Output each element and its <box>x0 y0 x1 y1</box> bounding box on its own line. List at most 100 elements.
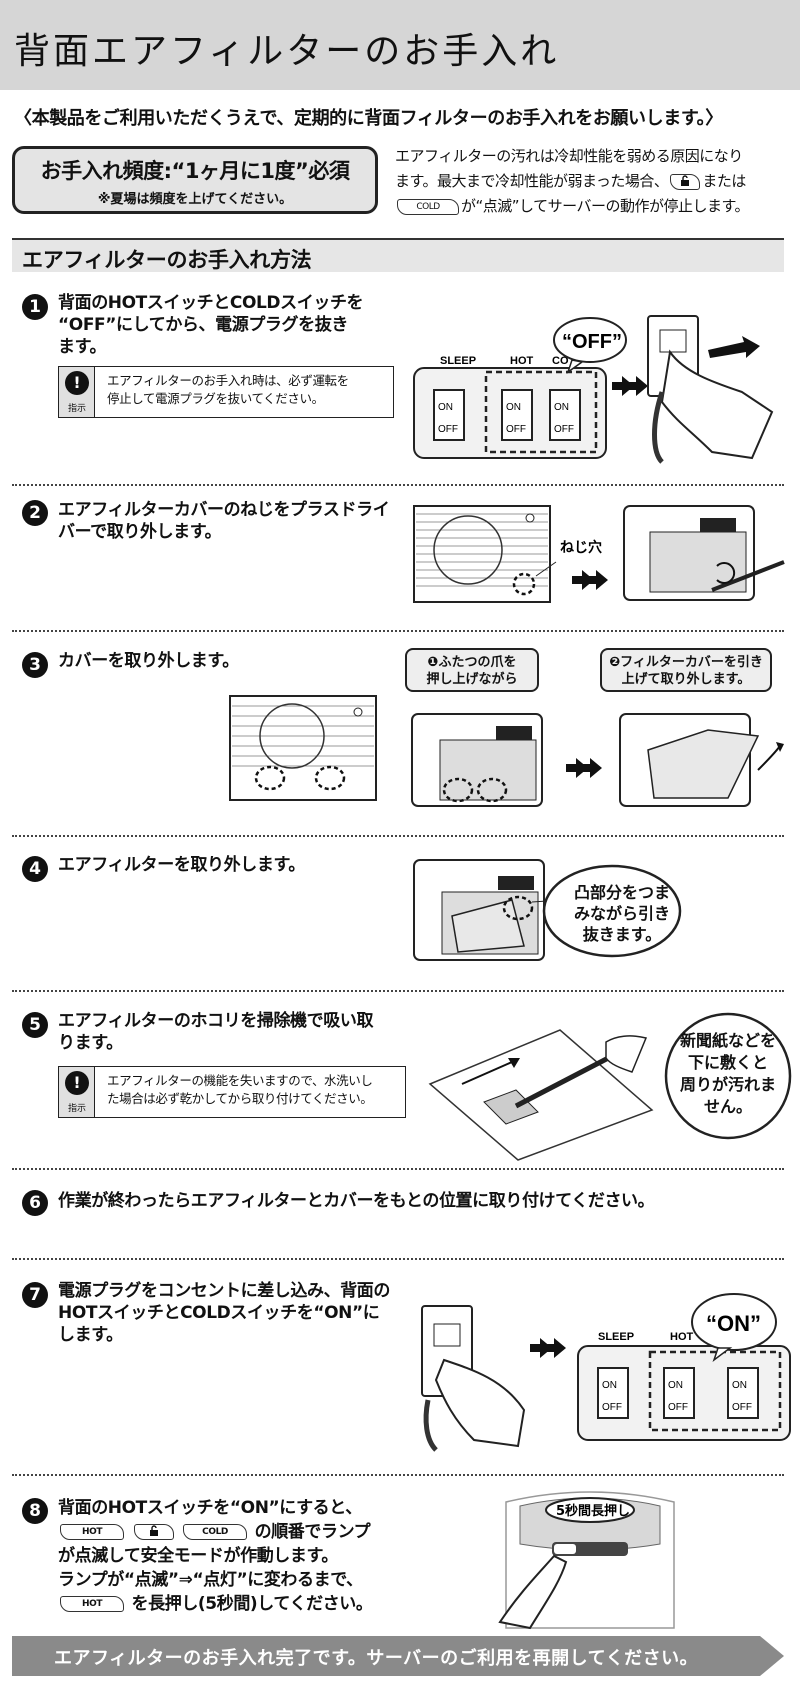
step-1-line-3: ます。 <box>58 337 107 357</box>
step-number-7: 7 <box>22 1282 48 1308</box>
svg-text:OFF: OFF <box>554 424 574 435</box>
divider <box>12 1168 784 1170</box>
svg-text:ON: ON <box>554 402 569 413</box>
warning-1-text: エアフィルターのお手入れ時は、必ず運転を 停止して電源プラグを抜いてください。 <box>107 373 349 406</box>
figure-screw-removal: ねじ穴 <box>413 505 785 603</box>
page-title: 背面エアフィルターのお手入れ <box>14 31 560 72</box>
step-5-line-2: ります。 <box>58 1033 123 1053</box>
step-number-4: 4 <box>22 856 48 882</box>
step-4-text: エアフィルターを取り外します。 <box>58 854 305 876</box>
svg-text:ON: ON <box>668 1380 683 1391</box>
step-number-5: 5 <box>22 1012 48 1038</box>
warning-icon: !指示 <box>59 367 95 417</box>
step-number-8: 8 <box>22 1498 48 1524</box>
frequency-note-line1: エアフィルターの汚れは冷却性能を弱める原因になり <box>395 147 743 165</box>
figure-vacuum <box>428 1012 792 1161</box>
bubble-5-text: 新聞紙などを 下に敷くと 周りが汚れま せん。 <box>679 1031 776 1116</box>
svg-text:ON: ON <box>732 1380 747 1391</box>
label-sleep: SLEEP <box>598 1331 634 1343</box>
figure-hold-button: 5秒間長押し <box>498 1491 675 1630</box>
step-3-line-1: カバーを取り外します。 <box>58 651 239 671</box>
frequency-box: お手入れ頻度:“1ヶ月に1度”必須 ※夏場は頻度を上げてください。 <box>12 146 378 214</box>
svg-text:OFF: OFF <box>506 424 526 435</box>
step-1-line-1: 背面のHOTスイッチとCOLDスイッチを <box>58 293 364 313</box>
cold-button-icon: COLD <box>397 198 459 215</box>
divider <box>12 835 784 837</box>
figure-cover-removal <box>229 695 784 807</box>
intro-text: 〈本製品をご利用いただくうえで、定期的に背面フィルターのお手入れをお願いします。… <box>14 108 723 129</box>
frequency-note-line2b: または <box>702 172 746 190</box>
figure-switch-on: SLEEP HOT ON OFF ON OFF ON OFF “ON” <box>421 1293 791 1452</box>
completion-banner: エアフィルターのお手入れ完了です。サーバーのご利用を再開してください。 <box>12 1636 784 1676</box>
step-number-3: 3 <box>22 652 48 678</box>
step-8-line-4: ランプが“点滅”⇒“点灯”に変わるまで、 <box>58 1570 363 1590</box>
step-number-1: 1 <box>22 294 48 320</box>
figure-switch-off: SLEEP HOT CO ON OFF ON OFF ON OFF “OFF” <box>413 315 774 464</box>
svg-text:OFF: OFF <box>732 1402 752 1413</box>
warning-box-5: !指示 エアフィルターの機能を失いますので、水洗いし た場合は必ず乾かしてから取… <box>58 1066 406 1118</box>
completion-text: エアフィルターのお手入れ完了です。サーバーのご利用を再開してください。 <box>54 1648 699 1669</box>
divider <box>12 1474 784 1476</box>
callout-3b: ❷フィルターカバーを引き 上げて取り外します。 <box>600 648 772 692</box>
bubble-4-text: 凸部分をつま みながら引き 抜きます。 <box>573 883 670 944</box>
divider <box>12 630 784 632</box>
hot-button-icon: HOT <box>60 1524 124 1540</box>
callout-3a: ❶ふたつの爪を 押し上げながら <box>405 648 539 692</box>
frequency-note-line2a: ます。最大まで冷却性能が弱まった場合、 <box>395 172 669 190</box>
label-hot: HOT <box>510 355 534 367</box>
label-on: “ON” <box>706 1311 761 1336</box>
hot-button-icon: HOT <box>60 1596 124 1612</box>
lock-button-icon <box>670 173 701 190</box>
step-1-line-2: “OFF”にしてから、電源プラグを抜き <box>58 315 348 335</box>
step-number-6: 6 <box>22 1190 48 1216</box>
step-8-line-2: HOT COLD の順番でランプ <box>58 1520 372 1544</box>
label-sleep: SLEEP <box>440 355 476 367</box>
step-7-line-3: します。 <box>58 1325 123 1345</box>
step-2-line-2: バーで取り外します。 <box>58 522 222 542</box>
step-4-line-1: エアフィルターを取り外します。 <box>58 855 305 875</box>
step-8-text: 背面のHOTスイッチを“ON”にすると、 HOT COLD の順番でランプ が点… <box>58 1496 373 1616</box>
frequency-note-line2: ます。最大まで冷却性能が弱まった場合、 または <box>395 169 791 194</box>
divider <box>12 484 784 486</box>
step-6-line-1: 作業が終わったらエアフィルターとカバーをもとの位置に取り付けてください。 <box>58 1191 655 1211</box>
step-5-line-1: エアフィルターのホコリを掃除機で吸い取 <box>58 1011 374 1031</box>
section-header: エアフィルターのお手入れ方法 <box>12 238 784 272</box>
frequency-note: エアフィルターの汚れは冷却性能を弱める原因になり ます。最大まで冷却性能が弱まっ… <box>395 144 791 219</box>
svg-text:ON: ON <box>438 402 453 413</box>
frequency-main: お手入れ頻度:“1ヶ月に1度”必須 <box>40 159 350 183</box>
divider <box>12 1258 784 1260</box>
svg-text:OFF: OFF <box>668 1402 688 1413</box>
step-6-text: 作業が終わったらエアフィルターとカバーをもとの位置に取り付けてください。 <box>58 1190 655 1212</box>
step-5-text: エアフィルターのホコリを掃除機で吸い取 ります。 <box>58 1010 373 1054</box>
svg-text:ON: ON <box>506 402 521 413</box>
label-hold-5s: 5秒間長押し <box>556 1503 630 1519</box>
step-7-line-1: 電源プラグをコンセントに差し込み、背面の <box>58 1281 390 1301</box>
svg-text:ON: ON <box>602 1380 617 1391</box>
step-3-text: カバーを取り外します。 <box>58 650 239 672</box>
frequency-note-line3-text: が“点滅”してサーバーの動作が停止します。 <box>461 197 749 215</box>
warning-icon: !指示 <box>59 1067 95 1117</box>
step-8-line-1: 背面のHOTスイッチを“ON”にすると、 <box>58 1498 362 1518</box>
step-number-2: 2 <box>22 500 48 526</box>
frequency-sub: ※夏場は頻度を上げてください。 <box>97 192 293 207</box>
warning-5-text: エアフィルターの機能を失いますので、水洗いし た場合は必ず乾かしてから取り付けて… <box>107 1073 373 1106</box>
step-7-line-2: HOTスイッチとCOLDスイッチを“ON”に <box>58 1303 380 1323</box>
step-8-line-3: が点滅して安全モードが作動します。 <box>58 1546 338 1566</box>
step-2-line-1: エアフィルターカバーのねじをプラスドライ <box>58 500 390 520</box>
svg-text:OFF: OFF <box>602 1402 622 1413</box>
label-cold-partial: CO <box>552 355 569 367</box>
cold-button-icon: COLD <box>183 1524 248 1540</box>
section-title: エアフィルターのお手入れ方法 <box>22 248 312 272</box>
step-2-text: エアフィルターカバーのねじをプラスドライ バーで取り外します。 <box>58 499 390 543</box>
step-7-text: 電源プラグをコンセントに差し込み、背面の HOTスイッチとCOLDスイッチを“O… <box>58 1280 390 1346</box>
warning-box-1: !指示 エアフィルターのお手入れ時は、必ず運転を 停止して電源プラグを抜いてくだ… <box>58 366 394 418</box>
step-8-line-5: HOT を長押し(5秒間)してください。 <box>58 1592 373 1616</box>
label-screw-hole: ねじ穴 <box>560 539 602 556</box>
figure-filter-removal <box>413 859 682 961</box>
lock-button-icon <box>133 1524 174 1540</box>
label-hot: HOT <box>670 1331 694 1343</box>
step-1-text: 背面のHOTスイッチとCOLDスイッチを “OFF”にしてから、電源プラグを抜き… <box>58 292 364 358</box>
label-off: “OFF” <box>562 331 622 353</box>
title-bar: 背面エアフィルターのお手入れ <box>0 0 800 90</box>
